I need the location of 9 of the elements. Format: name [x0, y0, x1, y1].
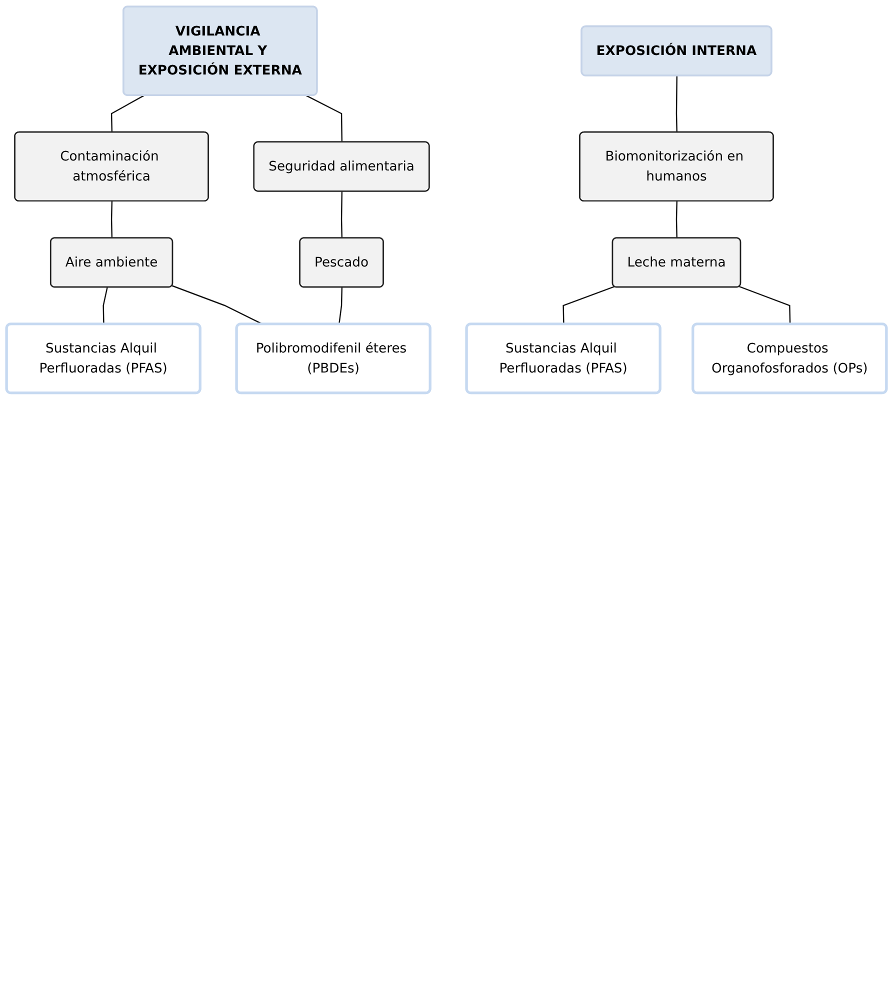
- connector: [676, 76, 678, 132]
- connector: [562, 286, 615, 324]
- connector: [338, 287, 343, 324]
- connector: [102, 287, 108, 324]
- connector: [739, 286, 791, 324]
- connector: [340, 191, 343, 238]
- connector: [676, 201, 678, 238]
- connector: [110, 95, 144, 132]
- connector: [110, 201, 113, 238]
